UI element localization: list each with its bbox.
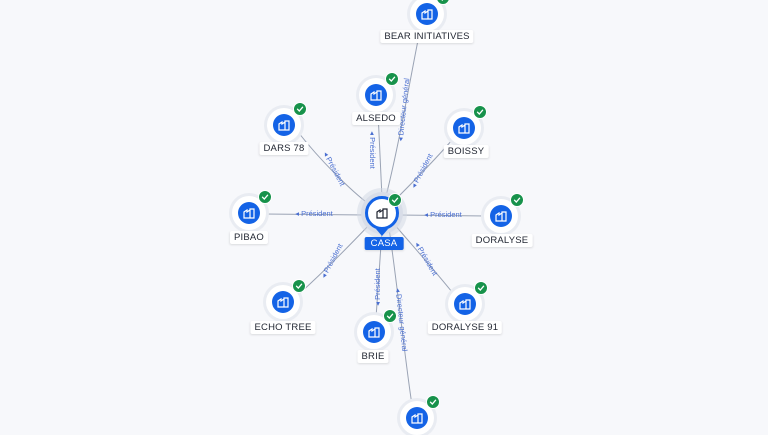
- building-icon: [238, 202, 260, 224]
- edge-label-bear: ◂ Directeur général: [396, 77, 412, 141]
- center-node[interactable]: [365, 193, 402, 230]
- node-bottom[interactable]: [400, 395, 440, 435]
- building-icon: [273, 114, 295, 136]
- node-brie[interactable]: [357, 309, 397, 349]
- edge-bottom: [388, 227, 413, 406]
- node-dars78[interactable]: [267, 102, 307, 142]
- check-icon: [292, 279, 306, 293]
- node-boissy[interactable]: [447, 105, 487, 145]
- check-icon: [474, 281, 488, 295]
- check-icon: [258, 190, 272, 204]
- edge-pibao: [263, 213, 367, 216]
- building-icon: [454, 293, 476, 315]
- check-icon: [383, 309, 397, 323]
- pin-tip: [376, 229, 388, 236]
- node-label-pibao: PIBAO: [229, 231, 269, 244]
- node-label-brie: BRIE: [357, 350, 389, 363]
- edge-label-doralyse91: ◂ Président: [413, 240, 440, 278]
- node-label-alsedo: ALSEDO: [352, 112, 400, 125]
- building-icon: [406, 407, 428, 429]
- building-icon: [272, 291, 294, 313]
- edge-label-brie: ◂ Président: [373, 267, 382, 305]
- node-label-doralyse: DORALYSE: [471, 234, 533, 247]
- edge-label-boissy: ◂ Président: [409, 151, 435, 189]
- check-icon: [426, 395, 440, 409]
- edge-label-doralyse: ◂ Président: [424, 210, 462, 219]
- node-label-dars78: DARS 78: [259, 142, 309, 155]
- check-icon: [385, 72, 399, 86]
- check-icon: [510, 193, 524, 207]
- building-icon: [416, 3, 438, 25]
- edge-bear: [384, 29, 421, 201]
- building-icon: [490, 205, 512, 227]
- node-label-echotree: ECHO TREE: [250, 321, 316, 334]
- edge-label-bottom: ◂ Directeur général: [394, 288, 410, 352]
- node-echotree[interactable]: [266, 279, 306, 319]
- building-icon: [363, 321, 385, 343]
- check-icon: [388, 193, 402, 207]
- node-doralyse91[interactable]: [448, 281, 488, 321]
- check-icon: [293, 102, 307, 116]
- edge-doralyse91: [393, 223, 453, 293]
- edge-dars78: [297, 131, 371, 206]
- node-bear[interactable]: [410, 0, 450, 31]
- node-doralyse[interactable]: [484, 193, 524, 233]
- edge-doralyse: [397, 214, 487, 217]
- edge-alsedo: [377, 111, 383, 199]
- node-pibao[interactable]: [232, 190, 272, 230]
- node-alsedo[interactable]: [359, 72, 399, 112]
- building-icon: [365, 84, 387, 106]
- edge-label-dars78: ◂ Président: [321, 150, 347, 188]
- edge-label-alsedo: ◂ Président: [368, 131, 377, 169]
- node-label-doralyse91: DORALYSE 91: [427, 321, 503, 334]
- check-icon: [473, 105, 487, 119]
- node-label-boissy: BOISSY: [443, 145, 489, 158]
- building-icon: [453, 117, 475, 139]
- node-label-bear: BEAR INITIATIVES: [380, 30, 474, 43]
- building-icon: [371, 202, 393, 224]
- edge-label-echotree: ◂ Président: [319, 241, 345, 279]
- center-label: CASA: [364, 237, 404, 250]
- edge-label-pibao: ◂ Président: [295, 209, 333, 218]
